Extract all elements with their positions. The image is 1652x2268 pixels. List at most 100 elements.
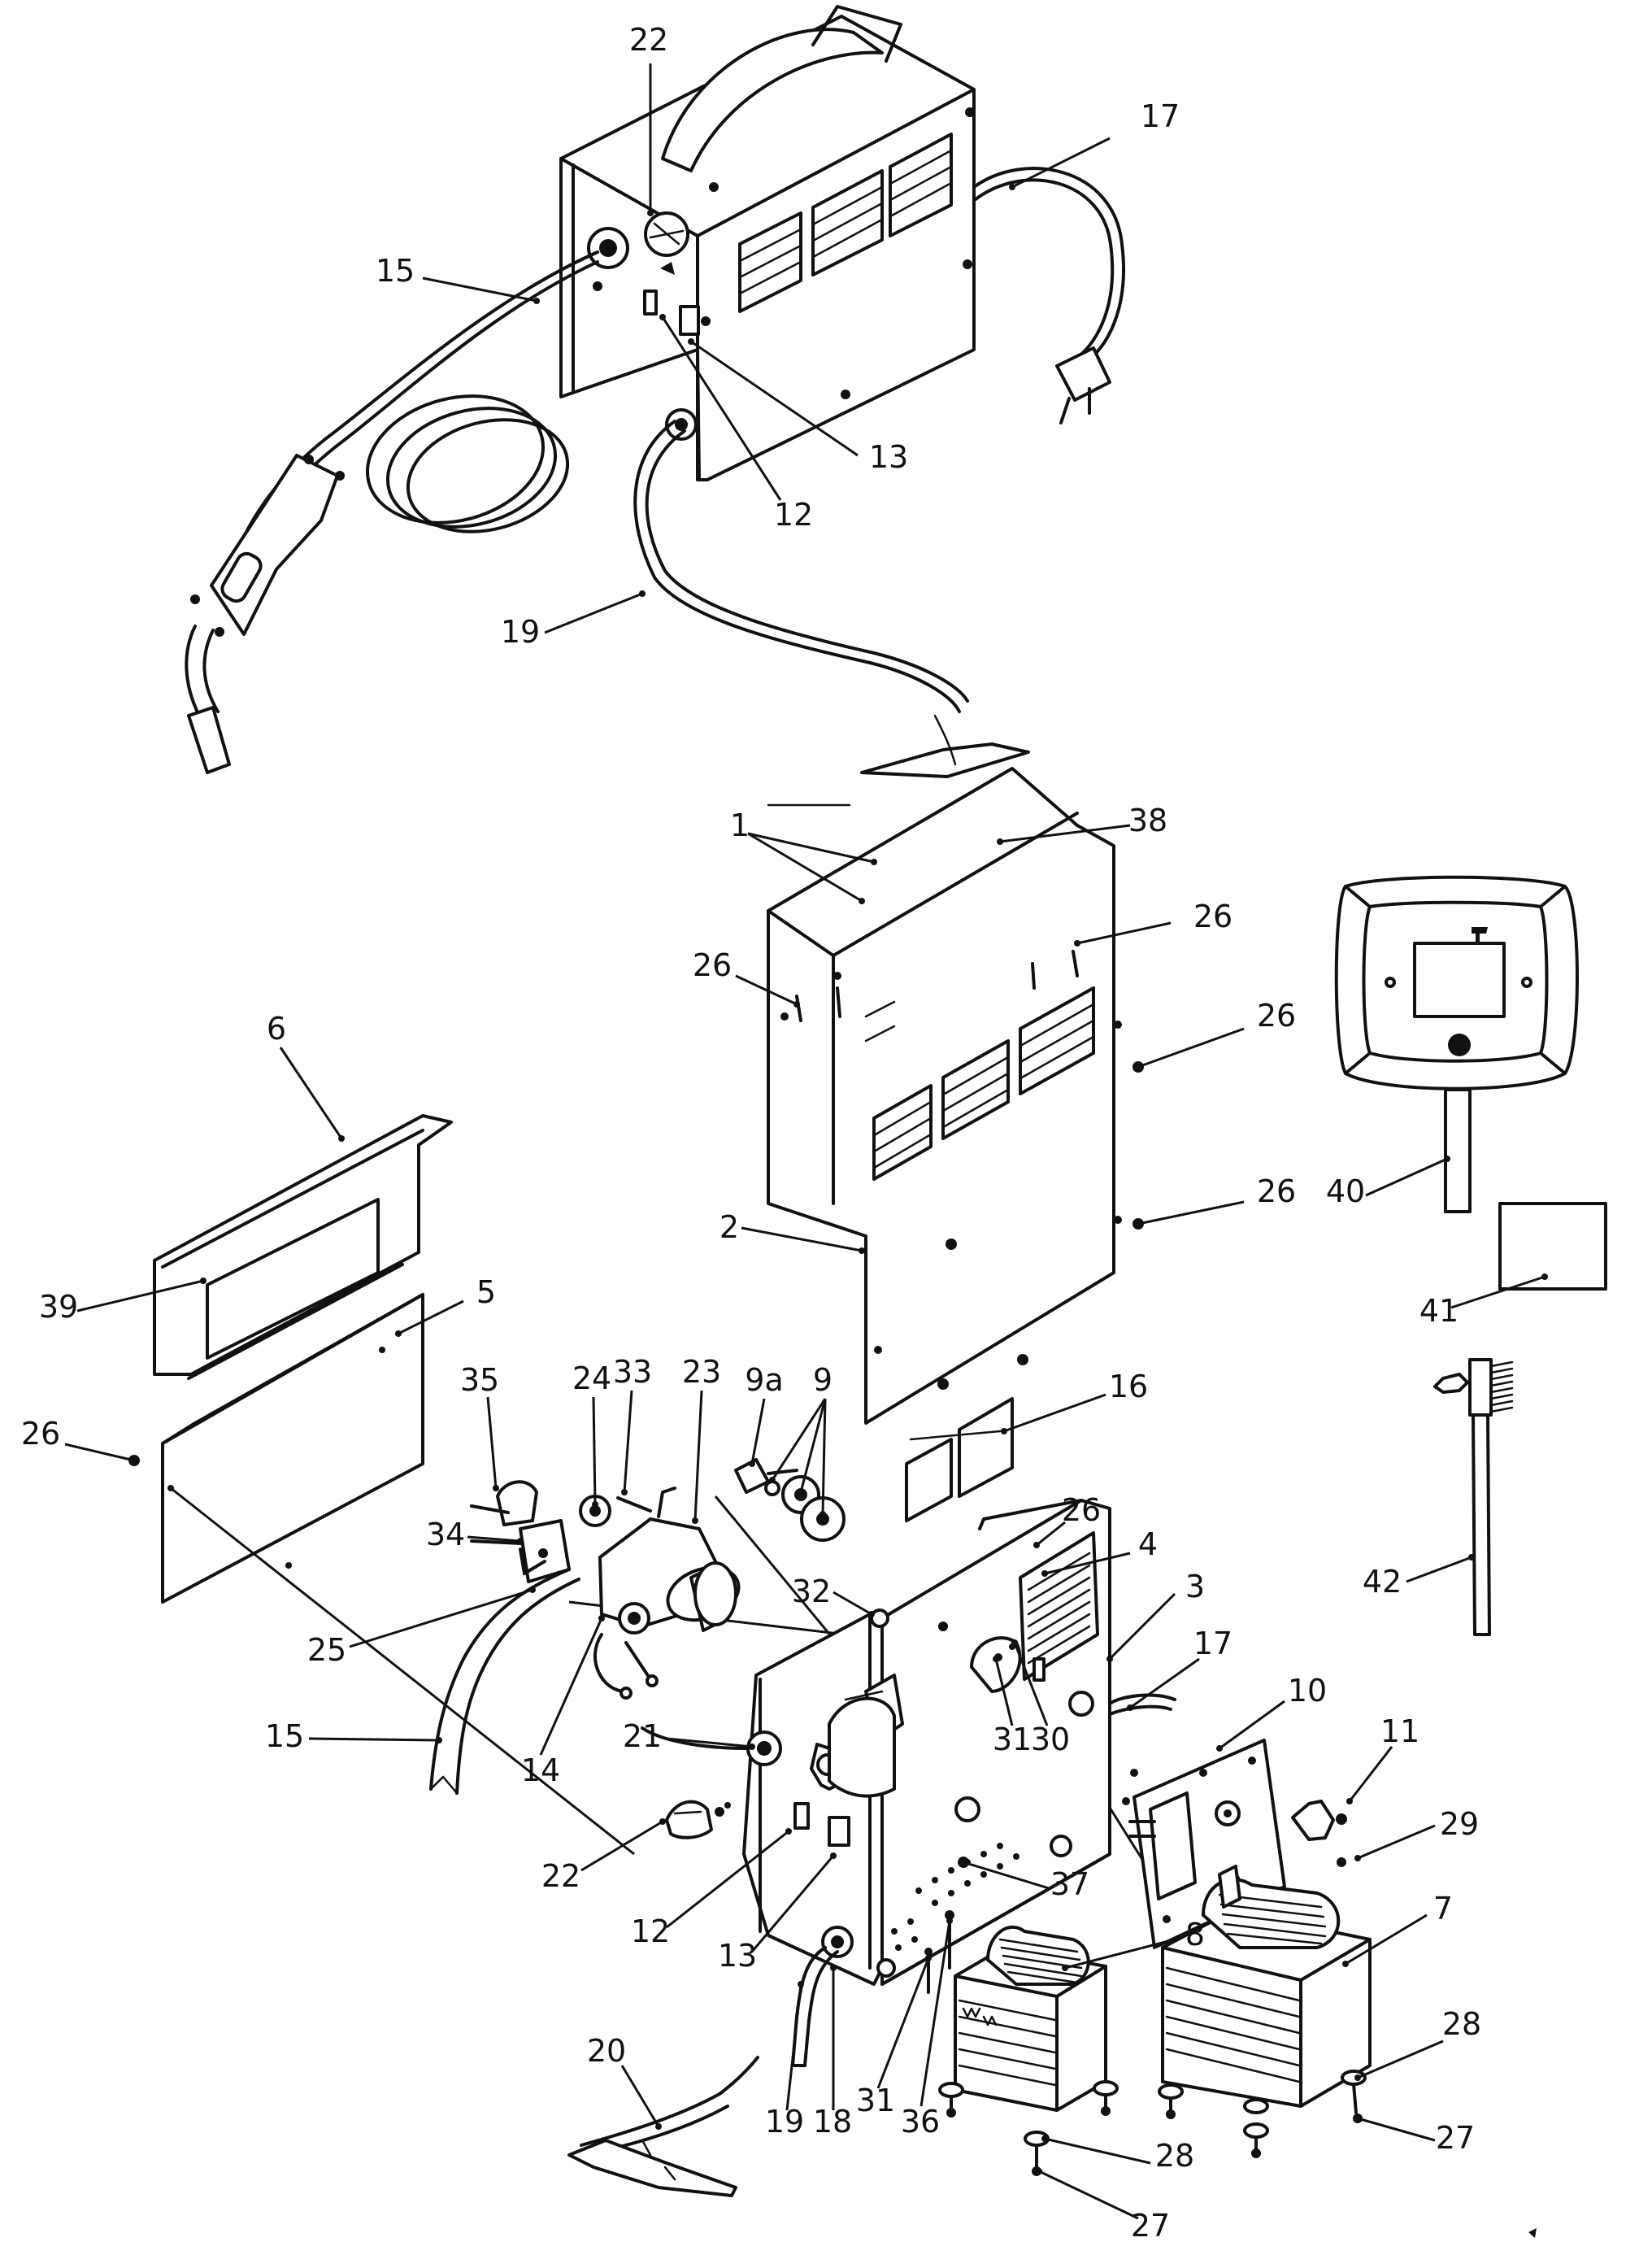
part-label-l35: 35 [460,1362,499,1398]
leader-l22b [580,1820,663,1872]
part-label-l2: 2 [719,1209,739,1245]
part-label-l3: 3 [1185,1569,1205,1604]
leader-tip-l16 [1001,1428,1007,1434]
leader-tip-l28a [1354,2074,1361,2081]
part-label-l1: 1 [730,808,750,843]
leader-tip-l24 [592,1501,598,1508]
leader-tip-l26f [1033,1542,1040,1548]
leader-tip-l38 [997,838,1003,845]
part-label-l28b: 28 [1155,2138,1194,2174]
part-label-l24: 24 [572,1360,611,1396]
wire-speed-switch[interactable] [679,305,700,336]
leader-l17b [1129,1657,1200,1709]
leader-l12b [666,1830,789,1929]
part-label-l42: 42 [1363,1564,1402,1600]
part-label-l40: 40 [1326,1173,1365,1209]
power-plug [1055,346,1111,402]
part-label-l14: 14 [521,1752,560,1788]
callout-leaders [64,63,1548,2220]
part-8-transformer [954,1926,1107,2112]
leader-tip-l40 [1444,1156,1450,1162]
part-21-lead [641,1726,750,1750]
part-label-l22b: 22 [541,1858,580,1894]
part-7-transformer [1161,1865,1372,2108]
leader-tip-l33 [621,1489,628,1495]
leader-tip-l35 [493,1485,499,1491]
part-label-l33: 33 [613,1354,652,1390]
part-label-l28a: 28 [1442,2006,1481,2042]
leader-tip-l29 [1354,1855,1361,1861]
part-label-l17a: 17 [1141,98,1180,134]
leader-l6 [279,1047,343,1139]
mig-gun-cable [185,250,599,774]
part-label-l26f: 26 [1062,1492,1101,1528]
part-35-tension-knob [496,1480,538,1526]
leader-tip-l1b [859,898,865,904]
leader-l4 [1044,1552,1131,1575]
leader-l41 [1450,1275,1545,1309]
part-label-l20: 20 [587,2033,626,2069]
leader-tip-l26d [1135,1221,1141,1227]
leader-tip-l41 [1541,1273,1548,1280]
leader-l1b [747,832,863,903]
part-11-thermostat [1291,1800,1347,1841]
part-label-l18: 18 [813,2104,852,2140]
shield-lens [1413,942,1506,1018]
leader-l39 [76,1279,204,1312]
part-label-l27b: 27 [1131,2208,1170,2244]
leader-tip-l9 [769,1477,776,1483]
voltage-knob[interactable] [644,211,689,275]
leader-tip-l28b [1041,2135,1048,2142]
leader-l12a [661,316,782,501]
part-39-window [206,1198,380,1360]
part-label-l10: 10 [1288,1673,1327,1709]
leader-tip-l8 [1062,1965,1068,1971]
welder-cabinet [559,5,976,481]
leader-tip-l12a [659,314,666,320]
part-32-nut [870,1608,889,1628]
leader-l16 [1003,1393,1106,1433]
part-4-fan-grille [1019,1531,1099,1681]
part-22-knob [665,1800,731,1839]
leader-tip-l39 [200,1278,206,1284]
leader-tip-l17a [1009,184,1015,190]
shield-handle [1444,1088,1472,1213]
leader-tip-l36 [946,1918,953,1924]
part-label-l13b: 13 [718,1938,757,1974]
leader-l14 [539,1617,603,1756]
part-label-l5: 5 [476,1274,496,1310]
leader-l32 [833,1591,872,1616]
leader-tip-l30 [1011,1639,1018,1646]
part-label-l9: 9 [813,1362,833,1398]
power-cord [972,167,1125,363]
leader-tip-l18 [830,1965,837,1971]
leader-l27b [1038,2170,1139,2220]
leader-tip-l9b [798,1489,804,1495]
power-switch[interactable] [643,289,658,316]
leader-l26f [1036,1521,1066,1547]
leader-tip-l6 [338,1135,345,1142]
leader-l26c [1137,1027,1245,1069]
leader-tip-l23 [692,1517,698,1524]
leader-l35 [486,1396,498,1489]
part-label-l9a: 9a [745,1362,783,1398]
leader-l25 [349,1588,533,1648]
leader-tip-l12b [785,1828,792,1835]
part-23-wire-drive [598,1487,741,1635]
leader-l42 [1406,1556,1472,1583]
leader-tip-l26e [131,1457,137,1464]
leader-tip-l2 [859,1247,865,1254]
part-label-l26d: 26 [1257,1173,1296,1209]
leader-l9c [821,1398,827,1515]
leader-l21 [666,1737,753,1748]
leader-l19b [785,1983,802,2111]
leader-l37 [963,1861,1050,1890]
leader-l36 [919,1920,951,2107]
ground-clamp-top [860,742,1030,778]
leader-tip-l34 [517,1538,524,1544]
leader-l33 [623,1390,633,1493]
part-label-l36: 36 [901,2104,940,2140]
leader-l29 [1357,1824,1436,1860]
leader-tip-l14 [598,1615,605,1622]
